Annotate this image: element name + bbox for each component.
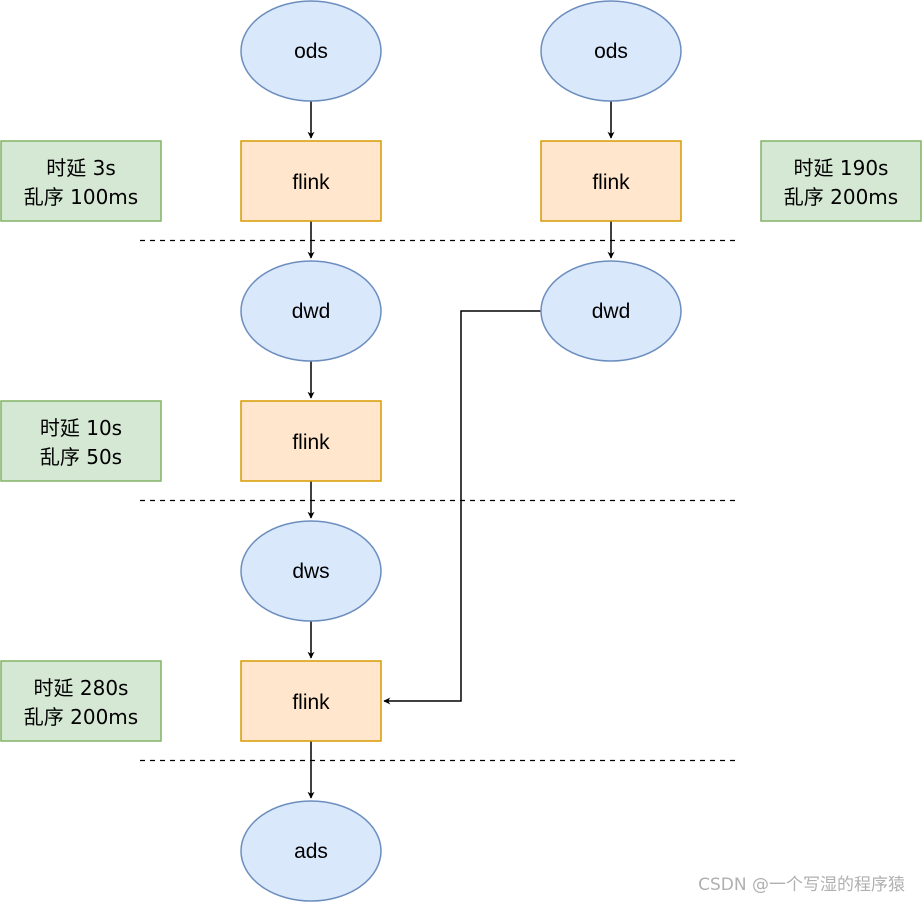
- note-left-3-line2: 乱序 200ms: [24, 705, 138, 729]
- node-flink-left-1-label: flink: [292, 171, 330, 194]
- node-flink-left-3[interactable]: flink: [240, 660, 382, 742]
- note-left-1-line2: 乱序 100ms: [24, 185, 138, 209]
- node-dwd-right[interactable]: dwd: [540, 260, 682, 362]
- node-flink-left-2[interactable]: flink: [240, 400, 382, 482]
- node-dws[interactable]: dws: [240, 520, 382, 622]
- node-flink-right[interactable]: flink: [540, 140, 682, 222]
- edge-dwd-right-to-flink-bottom: [383, 310, 541, 705]
- note-left-2-line2: 乱序 50s: [40, 445, 122, 469]
- note-left-1-line1: 时延 3s: [46, 156, 116, 180]
- note-left-2-line1: 时延 10s: [40, 416, 122, 440]
- node-ads[interactable]: ads: [240, 800, 382, 902]
- node-ods-right[interactable]: ods: [540, 0, 682, 102]
- node-flink-left-1[interactable]: flink: [240, 140, 382, 222]
- node-ads-label: ads: [294, 840, 328, 863]
- node-flink-right-label: flink: [592, 171, 630, 194]
- node-flink-left-3-label: flink: [292, 691, 330, 714]
- node-dws-label: dws: [292, 560, 329, 583]
- node-flink-left-2-label: flink: [292, 431, 330, 454]
- edges: [307, 101, 615, 799]
- note-right-1[interactable]: 时延 190s 乱序 200ms: [760, 140, 922, 222]
- node-dwd-left-label: dwd: [292, 300, 331, 323]
- note-left-3-line1: 时延 280s: [34, 676, 129, 700]
- note-left-1[interactable]: 时延 3s 乱序 100ms: [0, 140, 162, 222]
- node-ods-left-label: ods: [294, 40, 328, 63]
- note-left-3[interactable]: 时延 280s 乱序 200ms: [0, 660, 162, 742]
- note-right-1-line2: 乱序 200ms: [784, 185, 898, 209]
- node-ods-left[interactable]: ods: [240, 0, 382, 102]
- node-ods-right-label: ods: [594, 40, 628, 63]
- note-right-1-line1: 时延 190s: [794, 156, 889, 180]
- watermark-text: CSDN @一个写湿的程序猿: [698, 875, 905, 895]
- node-dwd-left[interactable]: dwd: [240, 260, 382, 362]
- node-dwd-right-label: dwd: [592, 300, 631, 323]
- note-left-2[interactable]: 时延 10s 乱序 50s: [0, 400, 162, 482]
